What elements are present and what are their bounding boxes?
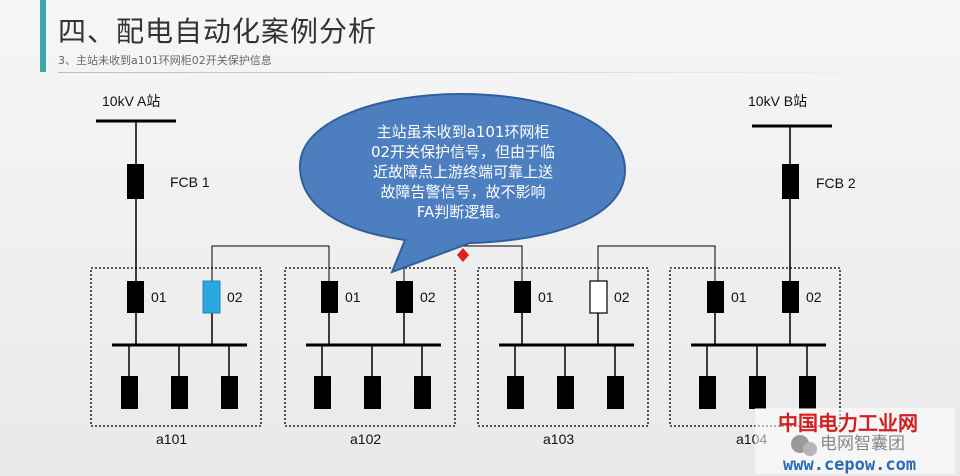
cabinet-a102-switch-01 <box>321 281 338 313</box>
station-b: 10kV B站 FCB 2 <box>748 93 856 284</box>
cabinet-a103-switch-02 <box>589 280 608 314</box>
callout-bubble: 主站虽未收到a101环网柜 02开关保护信号，但由于临 近故障点上游终端可靠上送… <box>298 92 627 274</box>
cabinet-a103-name: a103 <box>543 431 574 447</box>
callout-line-4: 故障告警信号，故不影响 <box>380 183 545 201</box>
cabinet-a101-outlet-2 <box>171 376 188 409</box>
cabinet-a101-switch-01-label: 01 <box>151 289 167 305</box>
station-a-breaker <box>127 164 144 199</box>
chat-bubble-icon-secondary <box>803 442 817 456</box>
link-a101-a102 <box>211 245 330 284</box>
cabinet-a101-outlet-1 <box>121 376 138 409</box>
cabinet-a101-name: a101 <box>156 431 187 447</box>
watermark: 中国电力工业网 电网智囊团 www.cepow.com <box>755 408 955 475</box>
page-subtitle: 3、主站未收到a101环网柜02开关保护信息 <box>58 54 272 67</box>
cabinet-a102: 01 02 a102 <box>284 267 456 447</box>
cabinet-a103-switch-02-label: 02 <box>614 289 630 305</box>
callout-line-2: 02开关保护信号，但由于临 <box>371 143 555 161</box>
cabinet-a104-outlet-2 <box>749 376 766 409</box>
cabinet-a104-switch-02-label: 02 <box>806 289 822 305</box>
cabinet-a102-switch-02 <box>396 281 413 313</box>
watermark-backdrop <box>755 408 955 474</box>
cabinet-a103-outlet-1 <box>507 376 524 409</box>
cabinet-a101-switch-01 <box>127 281 144 313</box>
cabinet-a102-outline <box>284 267 456 427</box>
cabinet-a104-outlet-1 <box>699 376 716 409</box>
station-b-breaker-label: FCB 2 <box>816 175 856 191</box>
cabinet-a104-switch-01 <box>707 281 724 313</box>
link-a103-a104 <box>597 245 716 284</box>
callout-line-3: 近故障点上游终端可靠上送 <box>373 163 553 181</box>
cabinet-a101-outlet-3 <box>221 376 238 409</box>
cabinet-a103-switch-01 <box>514 281 531 313</box>
cabinet-a103-outline <box>477 267 649 427</box>
station-a-label: 10kV A站 <box>102 93 160 109</box>
cabinet-a104: 01 02 a104 <box>669 267 841 447</box>
cabinet-a102-name: a102 <box>350 431 381 447</box>
title-accent-bar <box>40 0 46 72</box>
cabinet-a103-outlet-3 <box>607 376 624 409</box>
cabinet-a103: 01 02 a103 <box>477 267 649 447</box>
callout-line-1: 主站虽未收到a101环网柜 <box>377 123 550 141</box>
cabinet-a103-outlet-2 <box>557 376 574 409</box>
watermark-brand: 中国电力工业网 <box>778 411 918 435</box>
cabinet-a101-switch-02-label: 02 <box>227 289 243 305</box>
cabinet-a104-switch-02 <box>782 281 799 313</box>
cabinet-a103-switch-01-label: 01 <box>538 289 554 305</box>
station-a: 10kV A站 FCB 1 <box>96 93 210 284</box>
fault-flash-icon <box>457 248 469 262</box>
cabinet-a102-outlet-2 <box>364 376 381 409</box>
callout-line-5: FA判断逻辑。 <box>417 203 510 221</box>
cabinet-a102-switch-01-label: 01 <box>345 289 361 305</box>
watermark-account: 电网智囊团 <box>820 434 905 454</box>
cabinet-a104-outlet-3 <box>799 376 816 409</box>
cabinet-a101-outline <box>90 267 262 427</box>
station-b-breaker <box>782 164 799 199</box>
cabinet-a102-switch-02-label: 02 <box>420 289 436 305</box>
fault-point-marker <box>457 248 469 262</box>
cabinet-a101: 01 02 a101 <box>90 267 262 447</box>
cabinet-a104-switch-01-label: 01 <box>731 289 747 305</box>
cabinet-a102-outlet-1 <box>314 376 331 409</box>
page-title: 四、配电自动化案例分析 <box>58 15 378 48</box>
cabinet-a101-switch-02 <box>202 280 221 314</box>
watermark-url: www.cepow.com <box>783 455 916 475</box>
title-divider <box>58 72 918 73</box>
cabinet-a102-outlet-3 <box>414 376 431 409</box>
station-b-label: 10kV B站 <box>748 93 807 109</box>
station-a-breaker-label: FCB 1 <box>170 174 210 190</box>
callout-shape <box>298 92 627 274</box>
